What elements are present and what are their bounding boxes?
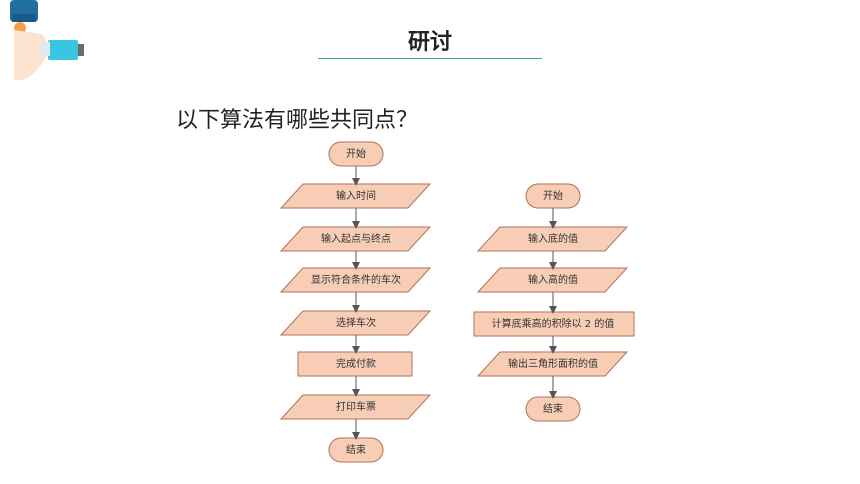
left-print-ticket	[279, 394, 432, 420]
question-text: 以下算法有哪些共同点？	[176, 108, 419, 133]
right-start-label: 开始	[543, 189, 563, 202]
right-input-base	[476, 226, 629, 252]
left-input-time	[279, 183, 432, 209]
left-payment-node	[297, 351, 413, 377]
right-n2-label: 输入高的值	[528, 273, 578, 286]
right-compute-node	[473, 311, 635, 337]
right-input-height	[476, 267, 629, 293]
left-n6-label: 打印车票	[336, 400, 376, 413]
left-select-train	[279, 310, 432, 336]
left-n5-label: 完成付款	[336, 357, 376, 370]
left-end-label: 结束	[346, 443, 366, 456]
page-title: 研讨	[407, 30, 452, 55]
right-n1-label: 输入底的值	[528, 232, 578, 245]
left-n4-label: 选择车次	[336, 316, 376, 329]
left-start-label: 开始	[346, 147, 366, 160]
left-n2-label: 输入起点与终点	[321, 232, 391, 245]
right-n3-label: 计算底乘高的积除以 2 的值	[492, 317, 615, 330]
left-n1-label: 输入时间	[336, 189, 376, 202]
left-input-route	[279, 226, 432, 252]
right-n4-label: 输出三角形面积的值	[508, 357, 598, 370]
right-end-label: 结束	[543, 402, 563, 415]
left-show-trains	[279, 267, 432, 293]
flowchart-right	[473, 183, 635, 422]
flowchart-left	[279, 141, 432, 463]
title-underline	[318, 58, 542, 59]
logo	[8, 0, 88, 86]
left-n3-label: 显示符合条件的车次	[311, 273, 401, 286]
right-output-area	[476, 351, 629, 377]
